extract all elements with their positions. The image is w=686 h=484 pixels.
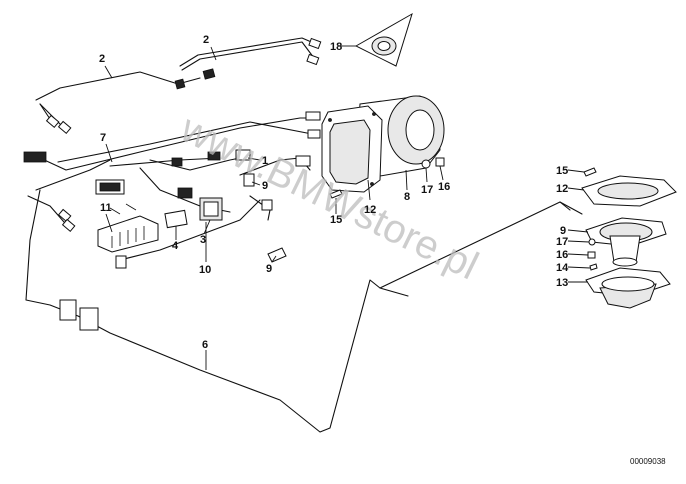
callouts: 18 2 2 7 1 9 11 3 4 10 9 6 15 12 8 17 16…: [99, 34, 569, 351]
callout-15-front: 15: [330, 214, 342, 226]
leader-lines: [104, 45, 591, 370]
callout-14: 14: [556, 262, 569, 274]
callout-3: 3: [200, 234, 206, 246]
speaker-rear: [581, 167, 677, 309]
callout-9-front: 8: [404, 191, 410, 203]
callout-17-rear: 17: [556, 236, 568, 248]
callout-12-front: 12: [364, 204, 376, 216]
callout-11: 11: [100, 202, 112, 214]
callout-16-rear: 16: [556, 249, 568, 261]
callout-13: 13: [556, 277, 568, 289]
connectors: [23, 37, 322, 232]
callout-16-front: 16: [438, 181, 450, 193]
callout-1: 1: [262, 155, 268, 167]
callout-5: 7: [100, 132, 106, 144]
callout-8: 9: [262, 180, 268, 192]
callout-6: 6: [202, 339, 208, 351]
speaker-front: [321, 95, 445, 199]
callout-18: 18: [330, 41, 342, 53]
callout-10: 10: [199, 264, 211, 276]
callout-2-left: 2: [99, 53, 105, 65]
callout-12-rear: 12: [556, 183, 568, 195]
reference-number: 00009038: [630, 457, 666, 466]
callout-4: 4: [172, 240, 179, 252]
callout-7: 9: [266, 263, 272, 275]
electrical-components: [59, 149, 311, 331]
callout-17-front: 17: [421, 184, 433, 196]
wire-harnesses: [25, 37, 583, 433]
tweeter-cover: [354, 12, 413, 67]
callout-9-rear: 9: [560, 225, 566, 237]
callout-15-rear: 15: [556, 165, 568, 177]
callout-2-top: 2: [203, 34, 209, 46]
